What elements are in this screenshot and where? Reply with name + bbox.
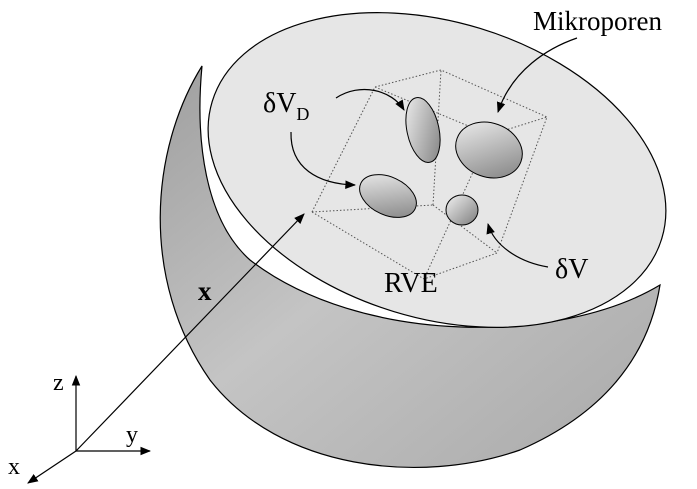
label-axis-x: x xyxy=(8,454,20,480)
pore-upper-left xyxy=(405,97,441,163)
hemisphere-body xyxy=(159,65,661,469)
label-delta-v-d-subscript: D xyxy=(296,104,309,124)
coordinate-system xyxy=(27,374,152,484)
pore-lower-left xyxy=(359,174,417,218)
label-delta-v: δV xyxy=(555,254,588,285)
cut-face xyxy=(207,12,667,328)
arrow-dvd-lower xyxy=(290,131,357,190)
arrow-dvd-upper xyxy=(335,88,405,111)
micropores xyxy=(359,97,523,226)
x-axis xyxy=(27,450,77,484)
label-micropores: Mikroporen xyxy=(533,6,662,36)
pore-upper-right xyxy=(455,121,523,179)
arrow-micropores xyxy=(496,37,578,114)
pointer-arrows xyxy=(75,37,578,452)
label-delta-v-d: δVD xyxy=(263,88,309,124)
label-rve: RVE xyxy=(384,268,438,299)
label-position-vector: x xyxy=(198,276,212,306)
label-axis-y: y xyxy=(126,422,138,448)
pore-small xyxy=(445,194,479,226)
position-vector-arrow xyxy=(75,213,305,452)
label-axis-z: z xyxy=(53,370,64,396)
arrow-dv xyxy=(486,222,549,268)
